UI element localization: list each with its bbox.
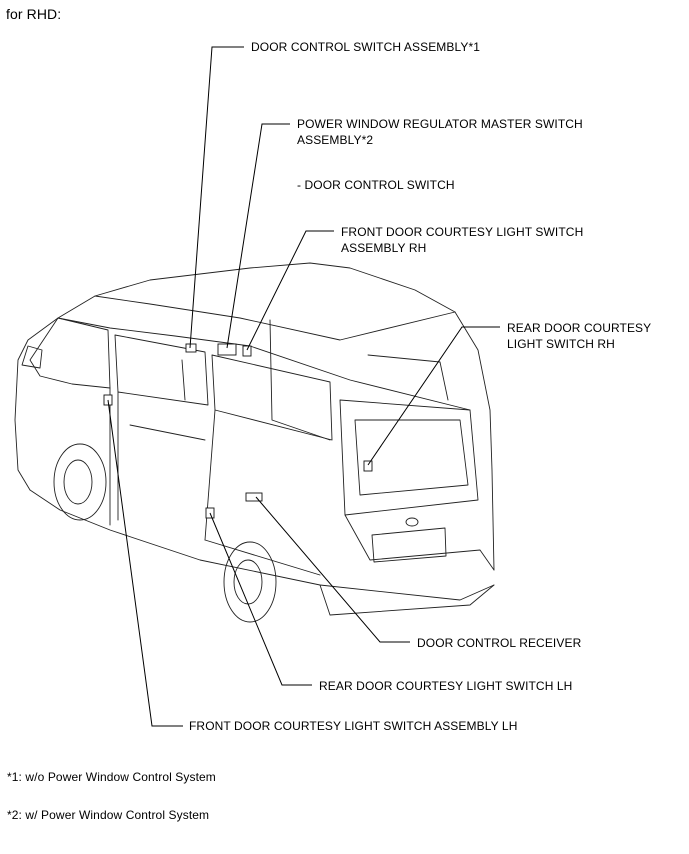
label-rear-rh-line2: LIGHT SWITCH RH xyxy=(507,337,615,351)
label-rear-rh-line1: REAR DOOR COURTESY xyxy=(507,321,652,335)
label-front-lh: FRONT DOOR COURTESY LIGHT SWITCH ASSEMBL… xyxy=(189,719,518,733)
label-front-rh-line1: FRONT DOOR COURTESY LIGHT SWITCH xyxy=(341,225,584,239)
footnote-2: *2: w/ Power Window Control System xyxy=(7,808,210,822)
label-power-window-master-switch-line1: POWER WINDOW REGULATOR MASTER SWITCH xyxy=(297,117,583,131)
door-control-switch-part xyxy=(185,343,197,353)
van-body xyxy=(14,262,495,623)
front-rh-switch-part xyxy=(242,345,252,357)
footnote-1: *1: w/o Power Window Control System xyxy=(7,770,216,784)
rear-rh-switch-part xyxy=(363,460,373,472)
header-title: for RHD: xyxy=(6,6,62,22)
label-door-control-switch: - DOOR CONTROL SWITCH xyxy=(297,178,455,192)
label-power-window-master-switch-line2: ASSEMBLY*2 xyxy=(297,133,374,147)
power-window-switch-part xyxy=(217,343,237,356)
label-door-control-receiver: DOOR CONTROL RECEIVER xyxy=(417,636,582,650)
door-control-receiver-part xyxy=(245,492,263,502)
label-front-rh-line2: ASSEMBLY RH xyxy=(341,241,427,255)
label-rear-lh: REAR DOOR COURTESY LIGHT SWITCH LH xyxy=(319,679,573,693)
label-door-control-switch-assembly: DOOR CONTROL SWITCH ASSEMBLY*1 xyxy=(251,40,481,54)
leader-lines xyxy=(107,46,500,727)
